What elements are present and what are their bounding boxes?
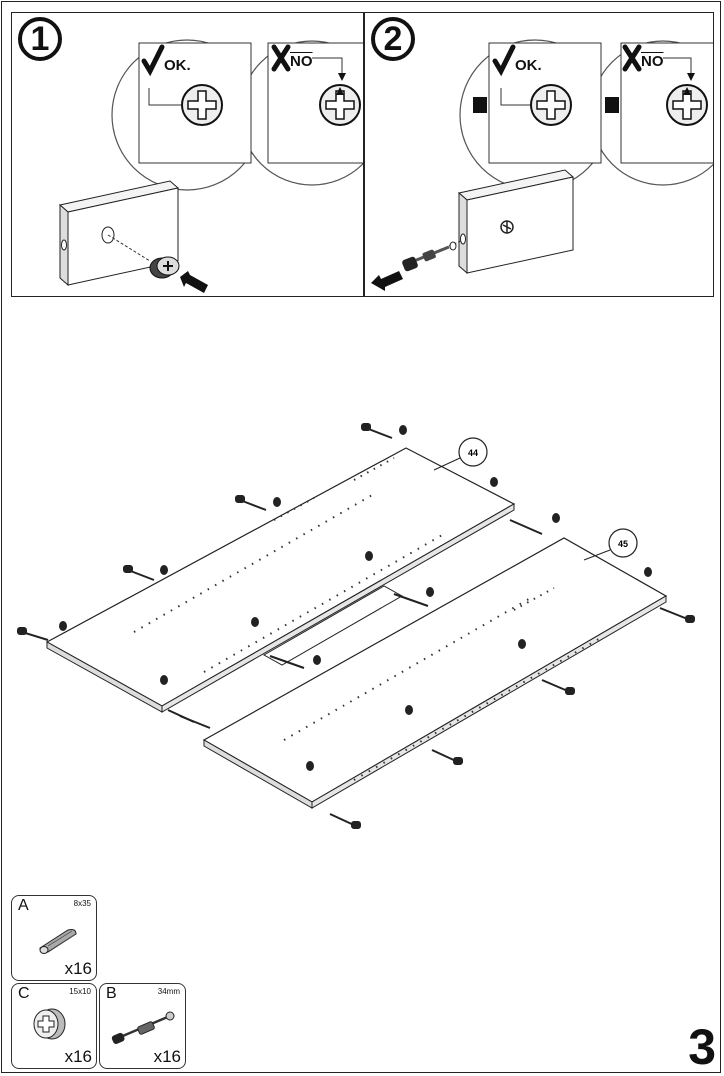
step-2-panel: 2 OK. NO bbox=[364, 12, 714, 297]
no-label: NO bbox=[290, 53, 313, 70]
part-quantity: x16 bbox=[153, 1047, 181, 1066]
part-size: 15x10 bbox=[69, 987, 91, 996]
check-mark-icon bbox=[141, 44, 165, 77]
push-arrow-icon bbox=[371, 271, 403, 291]
bolt-end-ok bbox=[473, 97, 487, 113]
cross-mark-icon bbox=[622, 44, 642, 72]
bolt-end-no bbox=[605, 97, 619, 113]
panel-45-callout bbox=[608, 528, 638, 558]
part-box-c: C 15x10 x16 bbox=[11, 983, 97, 1069]
part-quantity: x16 bbox=[64, 1047, 92, 1066]
cam-bolt-part-icon bbox=[402, 256, 418, 272]
cam-lock-markers bbox=[59, 425, 652, 771]
part-box-b: B 34mm x16 bbox=[99, 983, 186, 1069]
check-mark-icon bbox=[492, 44, 516, 77]
part-letter: B bbox=[106, 985, 117, 1002]
cam-bolt-markers bbox=[17, 423, 695, 829]
push-arrow-icon bbox=[180, 271, 208, 293]
cam-bolt-icon bbox=[111, 1011, 175, 1045]
panel-44-callout bbox=[458, 437, 488, 467]
part-size: 8x35 bbox=[73, 899, 91, 908]
part-letter: C bbox=[18, 985, 30, 1002]
ok-label: OK. bbox=[164, 57, 191, 74]
step-2-illustration bbox=[371, 39, 713, 291]
no-label: NO bbox=[641, 53, 664, 70]
cam-lock-icon bbox=[33, 1008, 66, 1040]
part-box-a: A 8x35 x16 bbox=[11, 895, 97, 981]
cross-mark-icon bbox=[271, 44, 291, 72]
panel-44-label: 44 bbox=[468, 448, 478, 458]
hole-rows-45 bbox=[283, 587, 605, 781]
ok-label: OK. bbox=[515, 57, 542, 74]
step-1-illustration bbox=[58, 39, 363, 293]
step-number: 1 bbox=[18, 17, 62, 61]
part-quantity: x16 bbox=[64, 959, 92, 978]
part-size: 34mm bbox=[157, 987, 180, 996]
step-number: 2 bbox=[371, 17, 415, 61]
board-panel bbox=[67, 187, 179, 286]
wooden-dowel-icon bbox=[39, 929, 77, 954]
assembly-diagram: 44 45 bbox=[17, 423, 695, 829]
panel-45-label: 45 bbox=[618, 539, 628, 549]
step-1-panel: 1 OK. NO bbox=[11, 12, 364, 297]
part-letter: A bbox=[18, 897, 29, 914]
page-number: 3 bbox=[688, 1019, 716, 1075]
